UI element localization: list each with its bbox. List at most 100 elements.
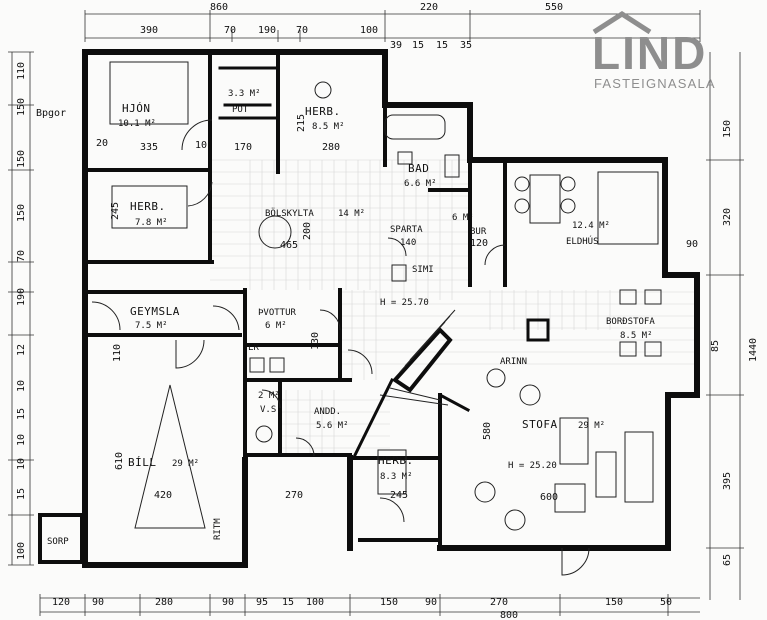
dim-top-3: 190 bbox=[258, 25, 276, 36]
dim-bottom-2: 280 bbox=[155, 597, 173, 608]
room-herb2-name: HERB. bbox=[130, 200, 166, 213]
kitchen-counter bbox=[597, 171, 659, 245]
dim-200: 200 bbox=[302, 222, 313, 240]
brand-logo: LIND FASTEIGNASALA bbox=[592, 10, 742, 100]
dim-280: 280 bbox=[322, 142, 340, 153]
room-bill-area: 29 M² bbox=[172, 459, 199, 469]
room-hjon-area: 10.1 M² bbox=[118, 119, 156, 129]
right-dimensions: 150 320 90 85 1440 395 65 bbox=[686, 120, 759, 566]
room-eldhus-area: 12.4 M² bbox=[572, 221, 610, 231]
dim-left-3: 150 bbox=[16, 204, 27, 222]
dim-top-5: 100 bbox=[360, 25, 378, 36]
dim-20: 20 bbox=[96, 138, 108, 149]
dim-bottom-1: 90 bbox=[92, 597, 104, 608]
room-andd-name: ANDD. bbox=[314, 407, 341, 417]
dim-left-4: 70 bbox=[16, 250, 27, 262]
dim-top2-0: 39 bbox=[390, 40, 402, 51]
armchair-2 bbox=[519, 384, 541, 406]
dim-465: 465 bbox=[280, 240, 298, 251]
bed-3 bbox=[377, 449, 407, 495]
room-labels: HJÓN 10.1 M² 3.3 M² PÖT HERB. 8.5 M² HER… bbox=[36, 89, 655, 547]
toilet-2 bbox=[397, 151, 413, 165]
sideboard-3 bbox=[619, 341, 637, 357]
room-herb3-area: 8.3 M² bbox=[380, 472, 413, 482]
room-bill-name: BÍLL bbox=[128, 456, 157, 469]
room-pot-name: PÖT bbox=[232, 104, 249, 115]
dim-bottom-4: 95 bbox=[256, 597, 268, 608]
top-dimensions: 860 390 70 190 70 100 220 550 39 15 15 3… bbox=[140, 2, 563, 51]
chair-2 bbox=[514, 198, 530, 214]
room-herb1-area: 8.5 M² bbox=[312, 122, 345, 132]
dim-top2-3: 35 bbox=[460, 40, 472, 51]
sofa-right bbox=[624, 431, 654, 503]
left-dimensions: 110 150 150 150 70 190 12 10 15 10 10 15… bbox=[16, 62, 27, 560]
sideboard-4 bbox=[644, 341, 662, 357]
note-simi: SIMI bbox=[412, 265, 434, 275]
dryer bbox=[269, 357, 285, 373]
dim-left-6: 12 bbox=[16, 344, 27, 356]
storage-unit bbox=[391, 264, 407, 282]
dim-335: 335 bbox=[140, 142, 158, 153]
dim-left-7: 10 bbox=[16, 380, 27, 392]
dim-610: 610 bbox=[114, 452, 125, 470]
dim-bottom-11: 50 bbox=[660, 597, 672, 608]
dim-top-2: 70 bbox=[224, 25, 236, 36]
dim-right-4: 1440 bbox=[748, 338, 759, 362]
dim-top-7: 550 bbox=[545, 2, 563, 13]
chair-4 bbox=[560, 198, 576, 214]
floor-tile-grid bbox=[210, 159, 700, 455]
dimension-lines bbox=[8, 10, 744, 616]
bed bbox=[111, 185, 188, 229]
dim-left-0: 110 bbox=[16, 62, 27, 80]
interior-walls bbox=[83, 50, 507, 550]
armchair bbox=[554, 483, 586, 513]
dim-right-1: 320 bbox=[722, 208, 733, 226]
fireplace bbox=[526, 318, 550, 342]
room-herb1-name: HERB. bbox=[305, 105, 341, 118]
brand-name: LIND bbox=[592, 27, 708, 79]
room-sorp-name: SORP bbox=[47, 537, 69, 547]
chair-1 bbox=[514, 176, 530, 192]
dim-130: 130 bbox=[310, 332, 321, 350]
dim-left-10: 10 bbox=[16, 458, 27, 470]
dim-170: 170 bbox=[234, 142, 252, 153]
dining-table bbox=[529, 174, 561, 224]
dim-bottom2-0: 800 bbox=[500, 610, 518, 620]
dim-110: 110 bbox=[112, 344, 123, 362]
dim-right-5: 395 bbox=[722, 472, 733, 490]
dim-600: 600 bbox=[540, 492, 558, 503]
room-bur-area: 6 M² bbox=[452, 213, 474, 223]
dim-left-11: 15 bbox=[16, 488, 27, 500]
room-herb3-name: HERB. bbox=[378, 454, 414, 467]
room-pot-area: 3.3 M² bbox=[228, 89, 261, 99]
dim-right-3: 85 bbox=[710, 340, 721, 352]
dim-245b: 245 bbox=[110, 202, 121, 220]
dim-bottom-8: 90 bbox=[425, 597, 437, 608]
toilet-3 bbox=[255, 425, 273, 443]
dim-bottom-6: 100 bbox=[306, 597, 324, 608]
armchair-4 bbox=[504, 509, 526, 531]
room-hjon-name: HJÓN bbox=[122, 102, 151, 115]
dim-270: 270 bbox=[285, 490, 303, 501]
hall-table bbox=[258, 215, 292, 249]
brand-tagline: FASTEIGNASALA bbox=[594, 76, 716, 91]
dim-bottom-10: 150 bbox=[605, 597, 623, 608]
dim-left-12: 100 bbox=[16, 542, 27, 560]
dim-right-6: 65 bbox=[722, 554, 733, 566]
bottom-dimensions: 120 90 280 90 95 15 100 150 90 270 150 5… bbox=[52, 597, 672, 620]
dim-245: 245 bbox=[390, 490, 408, 501]
dim-top-6: 220 bbox=[420, 2, 438, 13]
dim-top2-2: 15 bbox=[436, 40, 448, 51]
dim-bottom-7: 150 bbox=[380, 597, 398, 608]
room-eldhus-name: ELDHÚS bbox=[566, 235, 599, 247]
dim-left-9: 10 bbox=[16, 434, 27, 446]
room-bad-name: BAD bbox=[408, 162, 429, 175]
house-roof-icon bbox=[592, 11, 652, 35]
dim-right-0: 150 bbox=[722, 120, 733, 138]
room-stofa-area: 29 M² bbox=[578, 421, 605, 431]
washbasin bbox=[444, 154, 460, 178]
room-bad-area: 6.6 M² bbox=[404, 179, 437, 189]
note-lr: LR bbox=[248, 343, 259, 353]
armchair-3 bbox=[474, 481, 496, 503]
